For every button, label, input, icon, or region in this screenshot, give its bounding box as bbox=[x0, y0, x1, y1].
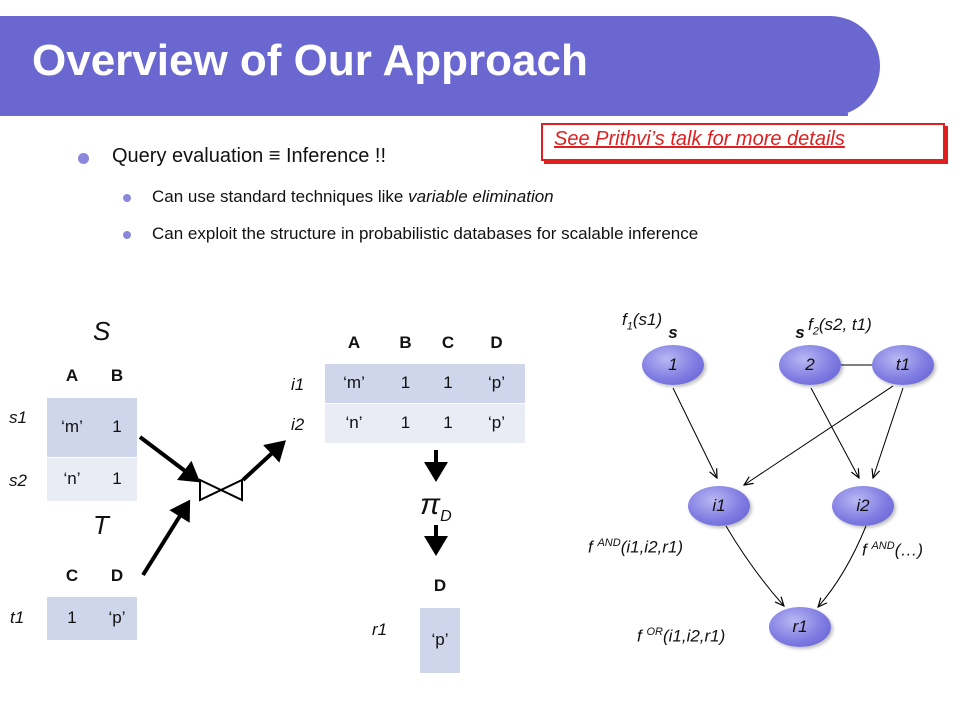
node-i1-label: i1 bbox=[712, 496, 726, 515]
table-cell: ‘n’ bbox=[325, 403, 383, 443]
node-i1 bbox=[688, 486, 750, 526]
table-cell: 1 bbox=[428, 403, 468, 443]
factor-or-label: f OR(i1,i2,r1) bbox=[637, 626, 725, 647]
bullet-sub-1-emphasis: variable elimination bbox=[408, 187, 554, 206]
table-cell: ‘n’ bbox=[47, 457, 97, 501]
table-cell: ‘p’ bbox=[97, 596, 137, 640]
node-t1-label: t1 bbox=[895, 355, 911, 374]
node-i2-label: i2 bbox=[856, 496, 870, 515]
node-s1 bbox=[642, 345, 704, 385]
factor-f1-label: f1(s1) bbox=[622, 310, 662, 332]
factor-or-symbol: f bbox=[637, 626, 647, 646]
bullet-dot bbox=[123, 231, 131, 239]
table-cell: ‘p’ bbox=[420, 607, 460, 673]
row-label-t1: t1 bbox=[10, 608, 25, 627]
factor-f2-label: f2(s2, t1) bbox=[808, 315, 872, 337]
table-cell: 1 bbox=[47, 596, 97, 640]
edge-i1-r1 bbox=[725, 525, 784, 606]
note-box bbox=[541, 123, 945, 161]
relation-result-table: D ‘p’ bbox=[420, 565, 460, 673]
factor-and-2-superscript: AND bbox=[871, 540, 895, 552]
bullet-sub-1-text: Can use standard techniques like bbox=[152, 187, 409, 206]
table-cell: 1 bbox=[428, 363, 468, 404]
arrow-s-to-join bbox=[138, 435, 201, 483]
row-label-i1: i1 bbox=[291, 375, 305, 394]
table-cell: 1 bbox=[97, 457, 137, 501]
bullet-sub-1: Can use standard techniques like variabl… bbox=[152, 187, 554, 207]
row-label-i2: i2 bbox=[291, 415, 305, 434]
relation-join-table: A B C D ‘m’ 1 1 ‘p’ ‘n’ 1 1 ‘p’ bbox=[325, 323, 525, 443]
node-r1 bbox=[769, 607, 831, 647]
factor-and-2-args: (…) bbox=[894, 540, 924, 560]
relation-s-name: S bbox=[93, 316, 111, 346]
col-header: A bbox=[47, 355, 97, 398]
factor-and-1-superscript: AND bbox=[597, 537, 621, 549]
title-underline bbox=[0, 113, 848, 116]
node-s2 bbox=[779, 345, 841, 385]
node-s1-label: 1 bbox=[668, 355, 678, 374]
bullet-main: Query evaluation ≡ Inference !! bbox=[112, 145, 387, 167]
factor-and-2-label: f AND(…) bbox=[862, 540, 923, 561]
table-cell: 1 bbox=[97, 397, 137, 458]
col-header: B bbox=[97, 355, 137, 398]
col-header: D bbox=[468, 323, 525, 364]
factor-or-args: (i1,i2,r1) bbox=[662, 626, 726, 646]
table-cell: 1 bbox=[383, 403, 428, 443]
table-cell: ‘m’ bbox=[325, 363, 383, 404]
col-header: C bbox=[47, 556, 97, 597]
relation-t-name: T bbox=[93, 510, 109, 540]
relation-t-table: C D 1 ‘p’ bbox=[47, 556, 137, 640]
edge-i2-r1 bbox=[818, 525, 867, 607]
factor-f1-args: (s1) bbox=[632, 310, 663, 329]
arrow-join-to-result bbox=[241, 440, 286, 482]
projection-subscript: D bbox=[440, 508, 452, 525]
node-s1-top-label: s bbox=[668, 323, 678, 342]
edge-s1-i1 bbox=[672, 387, 717, 478]
table-cell: 1 bbox=[383, 363, 428, 404]
node-s2-label: 2 bbox=[805, 355, 815, 374]
factor-or-superscript: OR bbox=[646, 626, 663, 638]
edge-t1-i2 bbox=[873, 387, 904, 478]
row-label-s2: s2 bbox=[9, 471, 27, 490]
factor-and-2-symbol: f bbox=[862, 540, 872, 560]
factor-and-1-label: f AND(i1,i2,r1) bbox=[588, 537, 683, 558]
row-label-r1: r1 bbox=[372, 620, 388, 639]
arrow-t-to-join bbox=[141, 499, 191, 577]
bullet-dot bbox=[78, 153, 89, 164]
table-cell: ‘p’ bbox=[468, 403, 525, 443]
col-header: A bbox=[325, 323, 383, 364]
slide-title: Overview of Our Approach bbox=[32, 36, 588, 85]
factor-f2-subscript: 2 bbox=[812, 325, 819, 338]
table-cell: ‘m’ bbox=[47, 397, 97, 458]
factor-and-1-symbol: f bbox=[588, 537, 598, 557]
projection-operator: πD bbox=[420, 488, 452, 526]
edge-t1-i1 bbox=[744, 385, 894, 485]
col-header: B bbox=[383, 323, 428, 364]
row-label-s1: s1 bbox=[9, 408, 27, 427]
col-header: D bbox=[97, 556, 137, 597]
node-t1 bbox=[872, 345, 934, 385]
factor-and-1-args: (i1,i2,r1) bbox=[620, 537, 684, 557]
projection-symbol: π bbox=[420, 488, 441, 521]
col-header: D bbox=[420, 565, 460, 608]
node-r1-label: r1 bbox=[792, 617, 808, 636]
factor-f2-args: (s2, t1) bbox=[818, 315, 872, 334]
factor-f2-symbol: f bbox=[808, 315, 813, 334]
factor-f1-subscript: 1 bbox=[626, 320, 633, 333]
node-s2-top-label: s bbox=[795, 323, 805, 342]
title-banner bbox=[0, 16, 880, 116]
node-i2 bbox=[832, 486, 894, 526]
bullet-dot bbox=[123, 194, 131, 202]
relation-s-table: A B ‘m’ 1 ‘n’ 1 bbox=[47, 355, 137, 501]
bullet-sub-2: Can exploit the structure in probabilist… bbox=[152, 224, 699, 243]
join-symbol bbox=[199, 478, 243, 502]
col-header: C bbox=[428, 323, 468, 364]
factor-f1-symbol: f bbox=[622, 310, 627, 329]
table-cell: ‘p’ bbox=[468, 363, 525, 404]
edge-s2-i2 bbox=[810, 387, 859, 478]
note-link[interactable]: See Prithvi’s talk for more details bbox=[554, 128, 845, 150]
